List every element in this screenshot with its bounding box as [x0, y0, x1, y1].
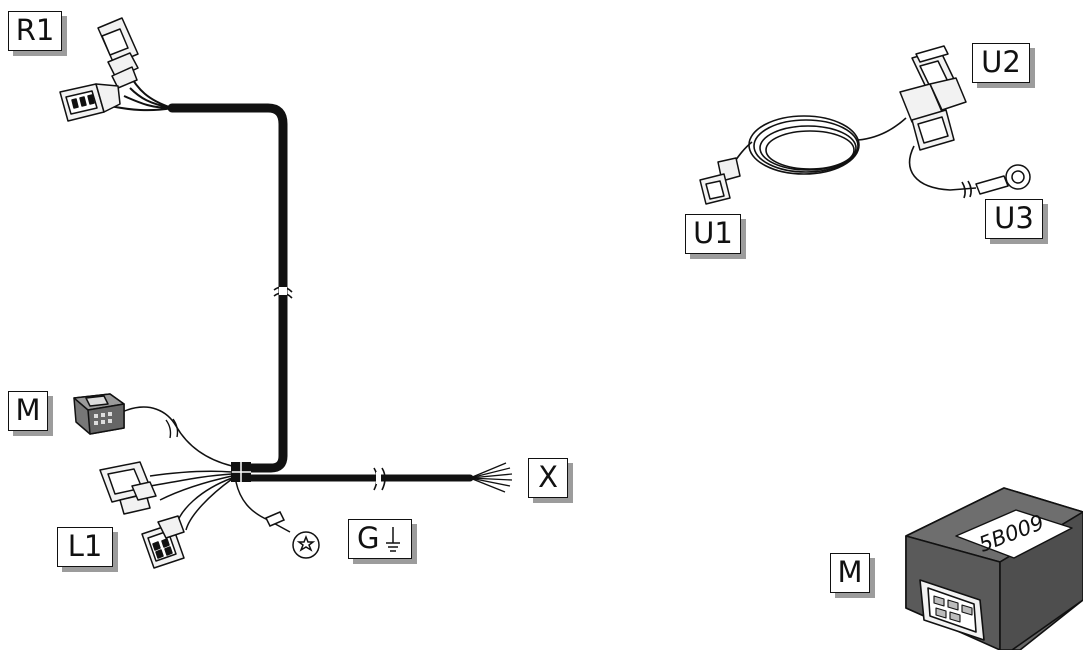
- module-connector-m: [73, 393, 233, 467]
- label-u2-text: U2: [981, 45, 1021, 79]
- label-g-text: G: [357, 521, 380, 555]
- main-harness: [167, 103, 474, 482]
- label-m-right: M: [830, 553, 870, 593]
- label-m-right-text: M: [837, 555, 863, 589]
- connector-l1: [99, 461, 233, 569]
- plug-u1: [699, 157, 741, 205]
- break-mark: [273, 286, 386, 491]
- break-mark: [165, 418, 179, 439]
- ground-icon: [386, 527, 400, 552]
- control-module-m: [905, 487, 1083, 650]
- connector-u2: [899, 45, 967, 151]
- ring-terminal-u3: [975, 164, 1031, 195]
- label-x-text: X: [538, 460, 558, 494]
- label-x: X: [528, 458, 568, 498]
- label-u2: U2: [972, 43, 1030, 83]
- label-r1-text: R1: [15, 13, 55, 47]
- label-g: G: [348, 519, 412, 559]
- label-u1: U1: [685, 214, 741, 254]
- ground-lead: [235, 481, 320, 559]
- label-l1-text: L1: [67, 529, 103, 563]
- label-l1: L1: [57, 527, 113, 567]
- label-u3: U3: [985, 199, 1043, 239]
- wire-ends-x: [469, 462, 513, 493]
- connector-r1: [59, 17, 173, 122]
- label-m-left: M: [8, 391, 48, 431]
- splice-block: [231, 462, 251, 482]
- label-u3-text: U3: [994, 201, 1034, 235]
- label-r1: R1: [8, 11, 62, 51]
- label-u1-text: U1: [693, 216, 733, 250]
- label-m-left-text: M: [15, 393, 41, 427]
